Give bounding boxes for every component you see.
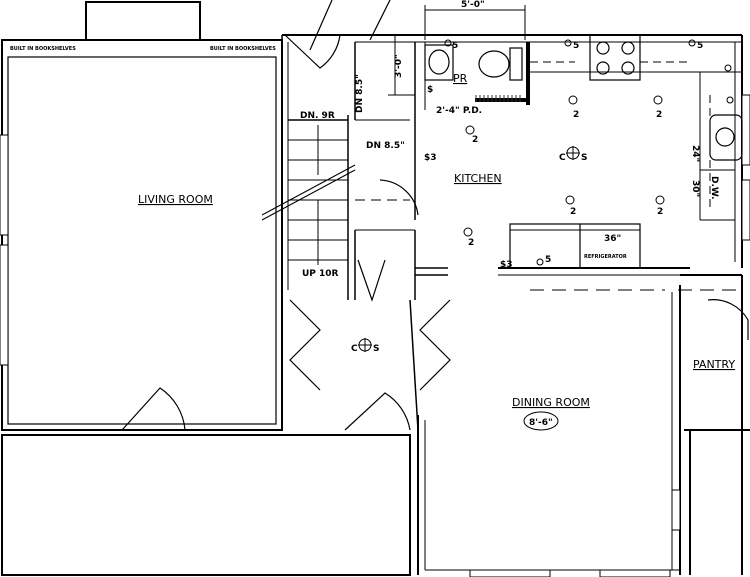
kitchen-label: KITCHEN <box>454 172 502 185</box>
switch-pr: $ <box>427 85 433 95</box>
dining-room-label: DINING ROOM <box>512 396 590 409</box>
pocket-door-note: 2'-4" P.D. <box>436 106 482 116</box>
doors <box>121 0 749 431</box>
powder-room-label: PR <box>453 72 468 85</box>
dimensions <box>388 5 526 96</box>
switch-3way-peninsula: $3 <box>500 260 513 270</box>
outlets <box>444 39 734 266</box>
dishwasher-label: D.W. <box>709 176 719 200</box>
ceiling-height-oval <box>523 411 559 431</box>
living-room-label: LIVING ROOM <box>138 193 213 206</box>
light-number-5: 2 <box>657 207 663 217</box>
fridge-width-note: 36" <box>604 234 621 244</box>
light-number-3: 2 <box>656 110 662 120</box>
outlet-label-2: 5 <box>573 41 579 51</box>
fixtures <box>424 34 743 161</box>
counter-hatch <box>475 95 521 102</box>
light-number-6: 2 <box>468 238 474 248</box>
light-number-1: 2 <box>472 135 478 145</box>
counter-30-note: 30" <box>690 180 700 197</box>
outlet-label-4: 5 <box>545 255 551 265</box>
pantry-label: PANTRY <box>693 358 735 371</box>
kitchen-fan-c: C <box>559 153 566 163</box>
refrigerator-label: REFRIGERATOR <box>584 254 627 260</box>
stair-down-note: DN. 9R <box>300 111 335 121</box>
ceiling-height-note: 8'-6" <box>529 418 553 428</box>
light-number-2: 2 <box>573 110 579 120</box>
light-number-4: 2 <box>570 207 576 217</box>
switch-3way-kitchen: $3 <box>424 153 437 163</box>
down-clearance-2: DN 8.5" <box>366 141 405 151</box>
vertical-dimension: 3'-0" <box>394 54 404 78</box>
counter-24-note: 24" <box>690 145 700 162</box>
outlet-label-1: 5 <box>452 41 458 51</box>
interior-walls <box>261 35 742 431</box>
down-clearance-1: DN 8.5" <box>355 74 365 113</box>
hall-fan-c: C <box>351 344 358 354</box>
bookshelves-note-left: BUILT IN BOOKSHELVES <box>10 46 76 52</box>
hall-fan-s: S <box>373 344 379 354</box>
kitchen-fan-s: S <box>581 153 587 163</box>
bookshelves-note-right: BUILT IN BOOKSHELVES <box>210 46 276 52</box>
ceiling-lights <box>463 95 665 237</box>
stair-up-note: UP 10R <box>302 269 339 279</box>
ceiling-fan-kitchen <box>566 146 580 160</box>
windows <box>0 94 750 577</box>
outlet-label-3: 5 <box>697 41 703 51</box>
top-dimension: 5'-0" <box>461 0 485 10</box>
ceiling-fan-hall <box>358 338 372 352</box>
